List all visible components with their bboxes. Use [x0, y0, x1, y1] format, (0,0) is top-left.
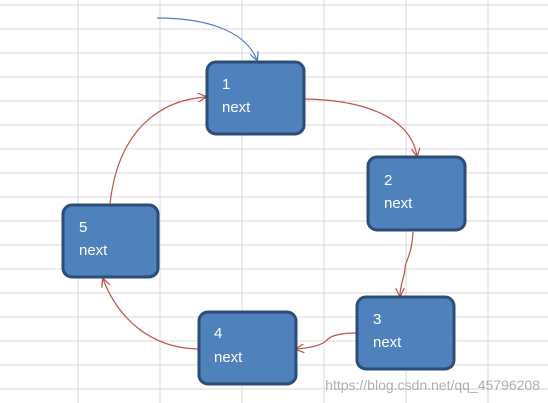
edge-5-to-1	[109, 97, 206, 205]
watermark-text: https://blog.csdn.net/qq_45796208	[325, 377, 540, 393]
edge-4-to-5	[103, 279, 199, 350]
node-4-next-field: next	[214, 349, 243, 366]
edge-1-to-2	[304, 98, 417, 156]
head-pointer-arrow	[156, 17, 257, 60]
edge-3-to-4	[296, 332, 357, 349]
node-3-number: 3	[373, 311, 381, 328]
node-2-next-field: next	[384, 195, 413, 212]
node-2: 2 next	[366, 155, 467, 232]
node-5-next-field: next	[79, 242, 108, 259]
node-1-number: 1	[222, 76, 230, 93]
node-3: 3 next	[355, 295, 456, 371]
node-1-next-field: next	[222, 99, 251, 116]
node-2-number: 2	[384, 172, 392, 189]
node-5-number: 5	[79, 219, 87, 236]
node-4-number: 4	[214, 325, 222, 342]
node-5: 5 next	[61, 203, 160, 279]
node-3-next-field: next	[373, 334, 402, 351]
node-4: 4 next	[197, 310, 298, 386]
edge-2-to-3	[400, 231, 414, 296]
node-1: 1 next	[205, 60, 306, 136]
